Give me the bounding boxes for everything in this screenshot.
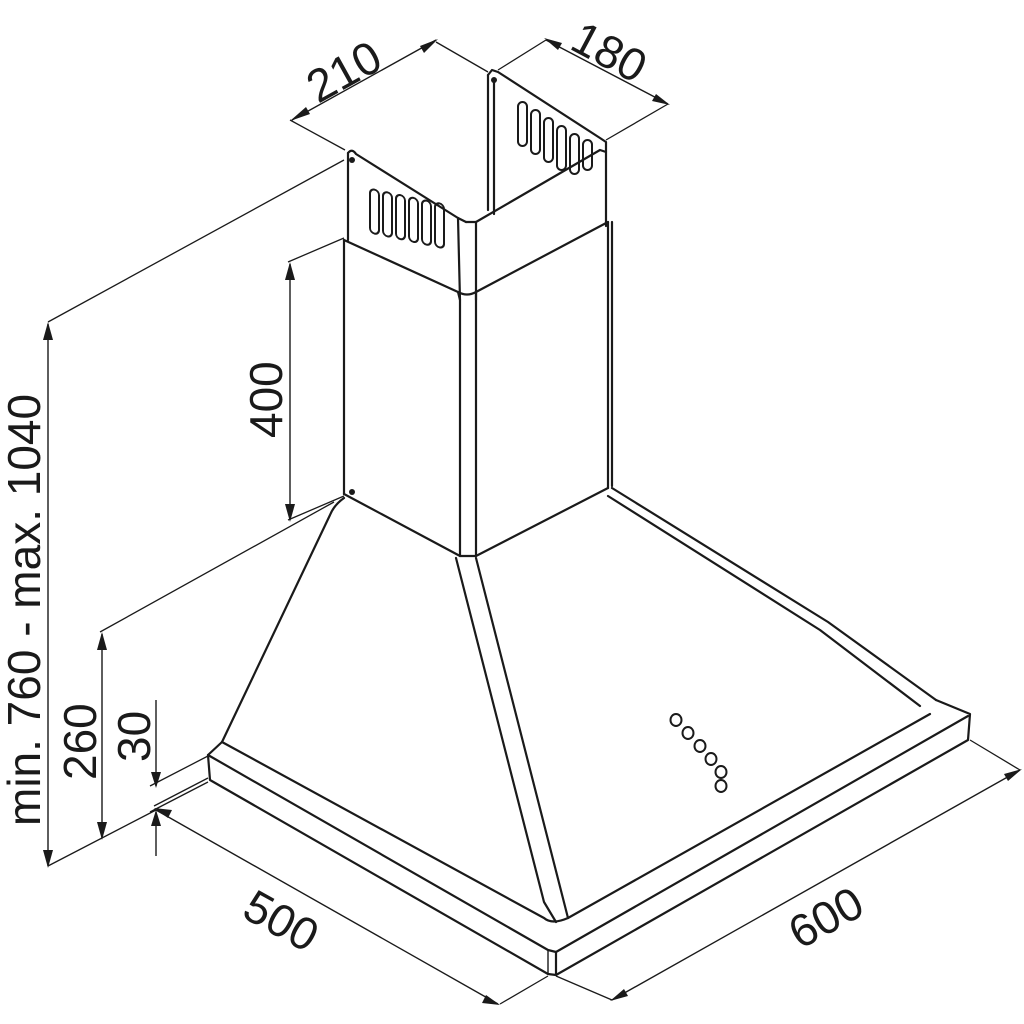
lower-chimney xyxy=(342,220,614,558)
dimension-label-upper-height: 400 xyxy=(240,361,292,438)
vent-slots-icon xyxy=(517,101,593,175)
dimension-label-chimney-width: 210 xyxy=(298,30,390,113)
dimension-label-chimney-depth: 180 xyxy=(563,11,655,93)
screw-icon xyxy=(491,77,497,83)
dimension-lines xyxy=(43,38,1022,1005)
canopy xyxy=(220,486,938,924)
control-button-icon xyxy=(669,713,728,793)
base-rim xyxy=(206,698,972,977)
dimension-label-total-height: min. 760 - max. 1040 xyxy=(0,394,50,826)
dimension-label-rim-height: 30 xyxy=(108,711,160,762)
dimension-label-hood-depth: 500 xyxy=(235,879,327,962)
screw-icon xyxy=(349,489,355,495)
dimension-label-hood-width: 600 xyxy=(780,876,872,959)
screw-icon xyxy=(349,157,355,163)
vent-slots-icon xyxy=(369,188,445,249)
cooker-hood-icon xyxy=(206,68,972,977)
dimension-label-canopy-height: 260 xyxy=(54,703,106,780)
upper-chimney xyxy=(346,68,608,302)
